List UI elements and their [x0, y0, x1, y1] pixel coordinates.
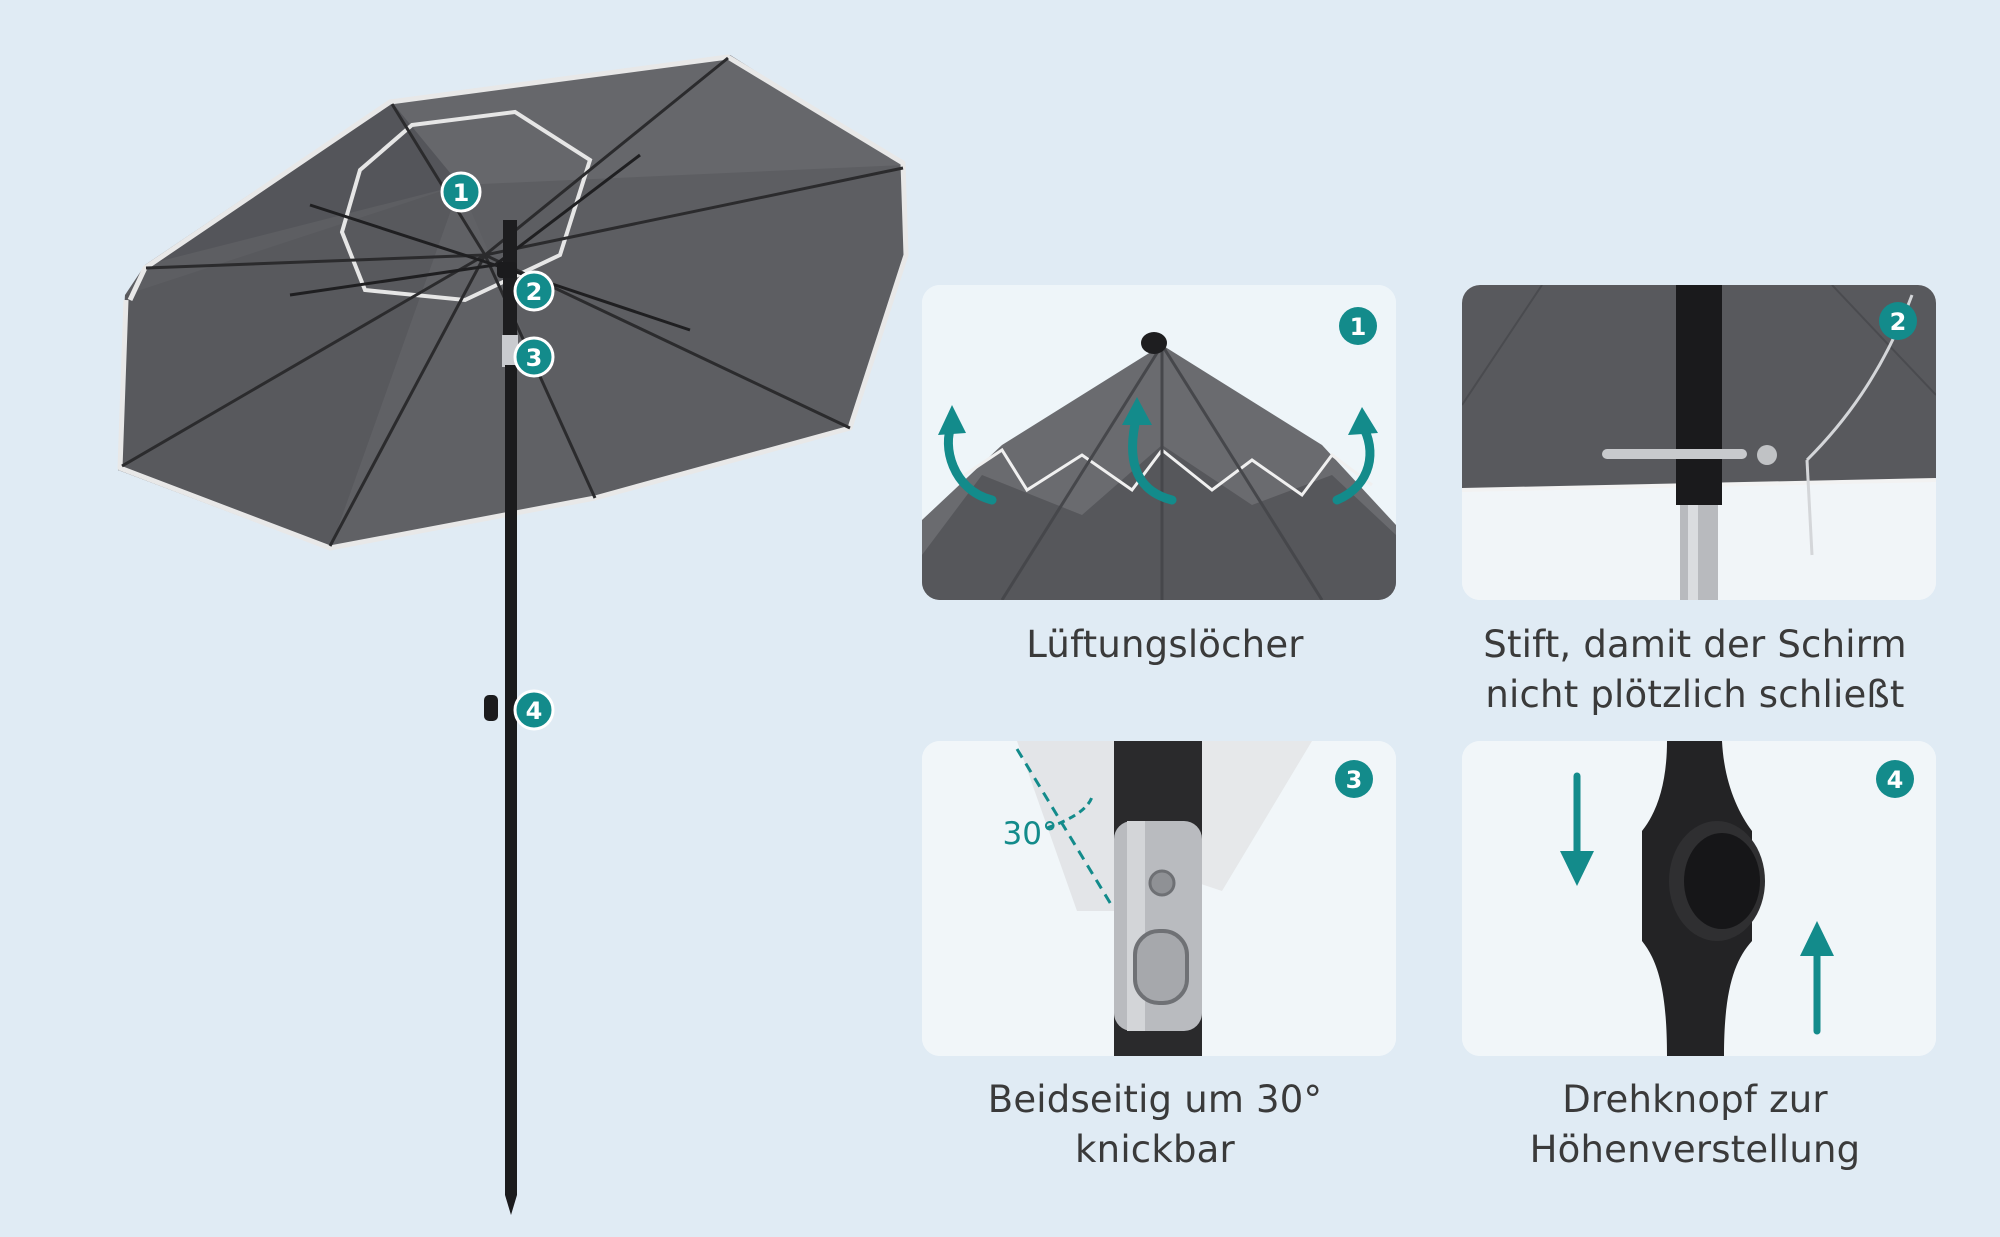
svg-text:3: 3 [526, 344, 543, 372]
caption-height-knob: Drehknopf zur Höhenverstellung [1415, 1075, 1975, 1175]
umbrella-pole [484, 220, 518, 1215]
caption-line: nicht plötzlich schließt [1485, 673, 1905, 716]
hero-marker-2: 2 [513, 270, 555, 312]
panel-2-number: 2 [1890, 308, 1907, 336]
hero-marker-4: 4 [513, 689, 555, 731]
pin-photo: 2 [1462, 285, 1936, 600]
caption-line: knickbar [1075, 1128, 1235, 1171]
detail-panel-height-knob: 4 [1462, 741, 1936, 1056]
hero-marker-3: 3 [513, 336, 555, 378]
detail-panel-ventilation: 1 [922, 285, 1396, 600]
panel-4-number: 4 [1887, 766, 1904, 794]
caption-line: Höhenverstellung [1529, 1128, 1861, 1171]
caption-pin: Stift, damit der Schirm nicht plötzlich … [1415, 620, 1975, 720]
umbrella-illustration: 1 2 3 4 [117, 54, 909, 1215]
detail-panel-pin: 2 [1462, 285, 1936, 600]
detail-panel-tilt: 30° 3 [922, 741, 1396, 1056]
caption-line: Drehknopf zur [1562, 1078, 1828, 1121]
hero-marker-1: 1 [440, 171, 482, 213]
svg-text:1: 1 [453, 179, 470, 207]
ventilation-photo: 1 [922, 285, 1396, 600]
caption-ventilation: Lüftungslöcher [885, 620, 1445, 670]
svg-text:4: 4 [526, 697, 543, 725]
caption-tilt: Beidseitig um 30° knickbar [875, 1075, 1435, 1175]
caption-line: Beidseitig um 30° [987, 1078, 1323, 1121]
panel-1-number: 1 [1350, 313, 1367, 341]
height-knob-photo: 4 [1462, 741, 1936, 1056]
panel-3-number: 3 [1346, 766, 1363, 794]
caption-line: Lüftungslöcher [1026, 623, 1304, 666]
svg-text:2: 2 [526, 278, 543, 306]
angle-label: 30° [1003, 816, 1058, 852]
caption-line: Stift, damit der Schirm [1483, 623, 1907, 666]
tilt-photo: 30° 3 [922, 741, 1396, 1056]
